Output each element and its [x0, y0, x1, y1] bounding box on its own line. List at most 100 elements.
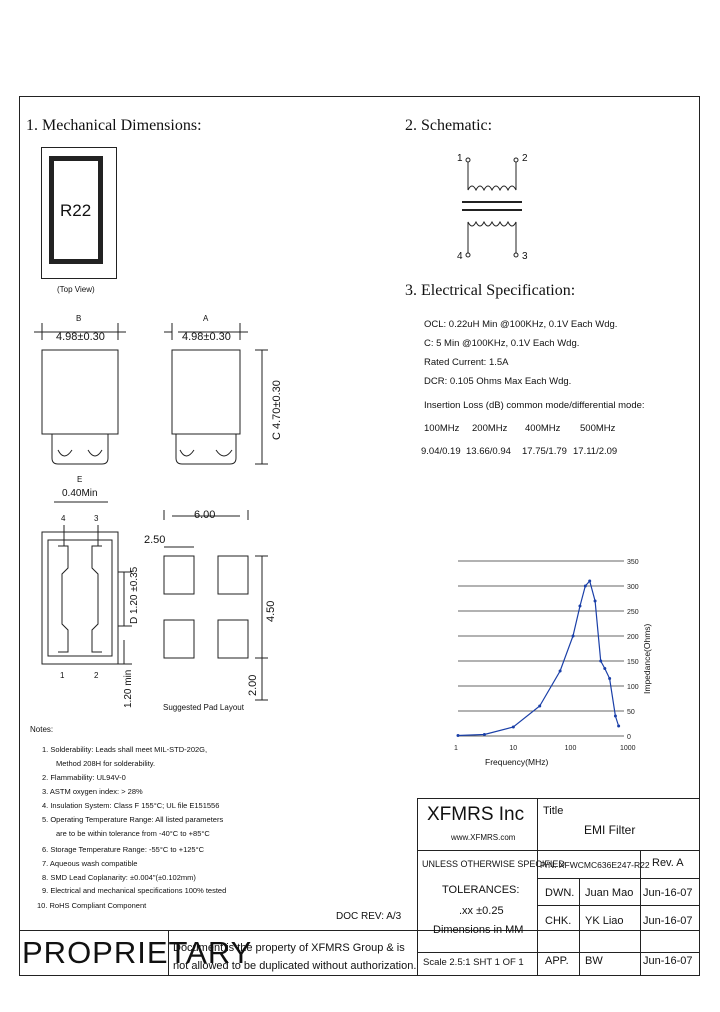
note-item: 3. ASTM oxygen index: > 28% — [42, 787, 143, 796]
pad-width-value: 6.00 — [194, 509, 216, 521]
tb-col-line-a — [579, 878, 580, 976]
revision: Rev. A — [652, 857, 684, 869]
chart-point — [599, 659, 603, 663]
chart-y-tick: 0 — [627, 734, 631, 741]
dwn-role: DWN. — [545, 887, 575, 899]
tb-col-line-c — [168, 930, 169, 976]
freq-200: 200MHz — [472, 423, 508, 434]
schematic-heading: 2. Schematic: — [405, 117, 493, 134]
note-item: 7. Aqueous wash compatible — [42, 859, 138, 868]
pad-layout-caption: Suggested Pad Layout — [163, 703, 244, 712]
pin-4-label: 4 — [61, 514, 66, 523]
chart-point — [593, 599, 597, 603]
spec-ocl: OCL: 0.22uH Min @100KHz, 0.1V Each Wdg. — [424, 319, 618, 330]
chk-date: Jun-16-07 — [643, 915, 693, 927]
spec-c: C: 5 Min @100KHz, 0.1V Each Wdg. — [424, 338, 580, 349]
pin-2-label: 2 — [94, 671, 99, 680]
schematic-pin-1: 1 — [457, 153, 463, 164]
part-number: P/N: XFWCMC636E247-R22 — [540, 860, 650, 870]
chart-x-tick: 1000 — [620, 745, 636, 752]
note-item: 6. Storage Temperature Range: -55°C to +… — [42, 845, 204, 854]
tb-row-line-4 — [19, 930, 700, 931]
freq-100: 100MHz — [424, 423, 460, 434]
chart-point — [608, 677, 612, 680]
unless-text: UNLESS OTHERWISE SPECIFIED — [422, 859, 565, 869]
pin-3-label: 3 — [94, 514, 99, 523]
top-view-body — [49, 156, 103, 264]
doc-revision: DOC REV: A/3 — [336, 911, 402, 922]
proprietary-text-2: not allowed to be duplicated without aut… — [173, 960, 417, 972]
pin-1-label: 1 — [60, 671, 65, 680]
top-view-outline — [41, 147, 117, 279]
chart-xlabel: Frequency(MHz) — [485, 757, 549, 767]
loss-200: 13.66/0.94 — [466, 446, 511, 457]
chart-y-tick: 350 — [627, 559, 639, 566]
note-item: 10. RoHS Compliant Component — [37, 901, 147, 910]
dim-e-value: 0.40Min — [62, 488, 98, 499]
tolerances-value: .xx ±0.25 — [459, 905, 504, 917]
tb-row-line-1 — [417, 850, 700, 851]
loss-400: 17.75/1.79 — [522, 446, 567, 457]
note-item: are to be within tolerance from -40°C to… — [56, 829, 210, 838]
tb-left-line — [417, 798, 418, 930]
part-marking: R22 — [60, 201, 92, 220]
chart-x-tick: 10 — [509, 745, 517, 752]
company-website: www.XFMRS.com — [451, 833, 516, 842]
chart-point — [583, 584, 587, 588]
mechanical-heading: 1. Mechanical Dimensions: — [26, 117, 202, 134]
dwn-name: Juan Mao — [585, 887, 634, 899]
pad-size-value: 2.50 — [144, 534, 166, 546]
chk-name: YK Liao — [585, 915, 624, 927]
tb-row-line-3 — [537, 905, 700, 906]
chart-y-tick: 300 — [627, 584, 639, 591]
chart-y-tick: 100 — [627, 684, 639, 691]
note-item: Method 208H for solderability. — [56, 759, 156, 768]
title-value: EMI Filter — [584, 823, 636, 837]
dim-a-value: 4.98±0.30 — [182, 331, 231, 343]
chart-point — [578, 604, 582, 608]
chart-point — [558, 669, 562, 673]
dim-b-value: 4.98±0.30 — [56, 331, 105, 343]
schematic-pin-4: 4 — [457, 251, 463, 262]
chart-y-tick: 150 — [627, 659, 639, 666]
tb-row-line-2 — [537, 878, 700, 879]
company-name: XFMRS Inc — [427, 804, 525, 825]
chk-role: CHK. — [545, 915, 572, 927]
note-item: 1. Solderability: Leads shall meet MIL-S… — [42, 745, 208, 754]
chart-point — [617, 724, 621, 728]
freq-500: 500MHz — [580, 423, 616, 434]
schematic-pin-2: 2 — [522, 153, 528, 164]
chart-y-tick: 200 — [627, 634, 639, 641]
tb-top-line — [417, 798, 700, 799]
chart-y-tick: 50 — [627, 709, 635, 716]
spec-insertion-title: Insertion Loss (dB) common mode/differen… — [424, 400, 645, 411]
tb-row-line-6 — [537, 952, 700, 953]
chart-point — [613, 714, 617, 718]
loss-500: 17.11/2.09 — [573, 446, 618, 457]
drawing-frame — [19, 96, 700, 976]
app-date: Jun-16-07 — [643, 955, 693, 967]
chart-point — [511, 725, 515, 729]
app-role: APP. — [545, 955, 569, 967]
tolerances-label: TOLERANCES: — [442, 884, 520, 896]
chart-point — [538, 704, 542, 708]
note-item: 2. Flammability: UL94V-0 — [42, 773, 126, 782]
spec-current: Rated Current: 1.5A — [424, 357, 509, 368]
chart-x-tick: 100 — [565, 745, 577, 752]
electrical-heading: 3. Electrical Specification: — [405, 282, 576, 299]
chart-point — [588, 579, 592, 583]
scale-sheet: Scale 2.5:1 SHT 1 OF 1 — [423, 957, 524, 968]
tb-col-line-d — [417, 930, 418, 976]
chart-y-tick: 250 — [627, 609, 639, 616]
note-item: 4. Insulation System: Class F 155°C; UL … — [42, 801, 220, 810]
schematic-pin-3: 3 — [522, 251, 528, 262]
title-label: Title — [543, 805, 564, 817]
chart-ylabel: Impedance(Ohms) — [642, 623, 652, 694]
dim-b-letter: B — [76, 314, 82, 323]
notes-title: Notes: — [30, 725, 54, 734]
tb-row-line-5 — [417, 952, 537, 953]
note-item: 9. Electrical and mechanical specificati… — [42, 886, 227, 895]
spec-dcr: DCR: 0.105 Ohms Max Each Wdg. — [424, 376, 572, 387]
